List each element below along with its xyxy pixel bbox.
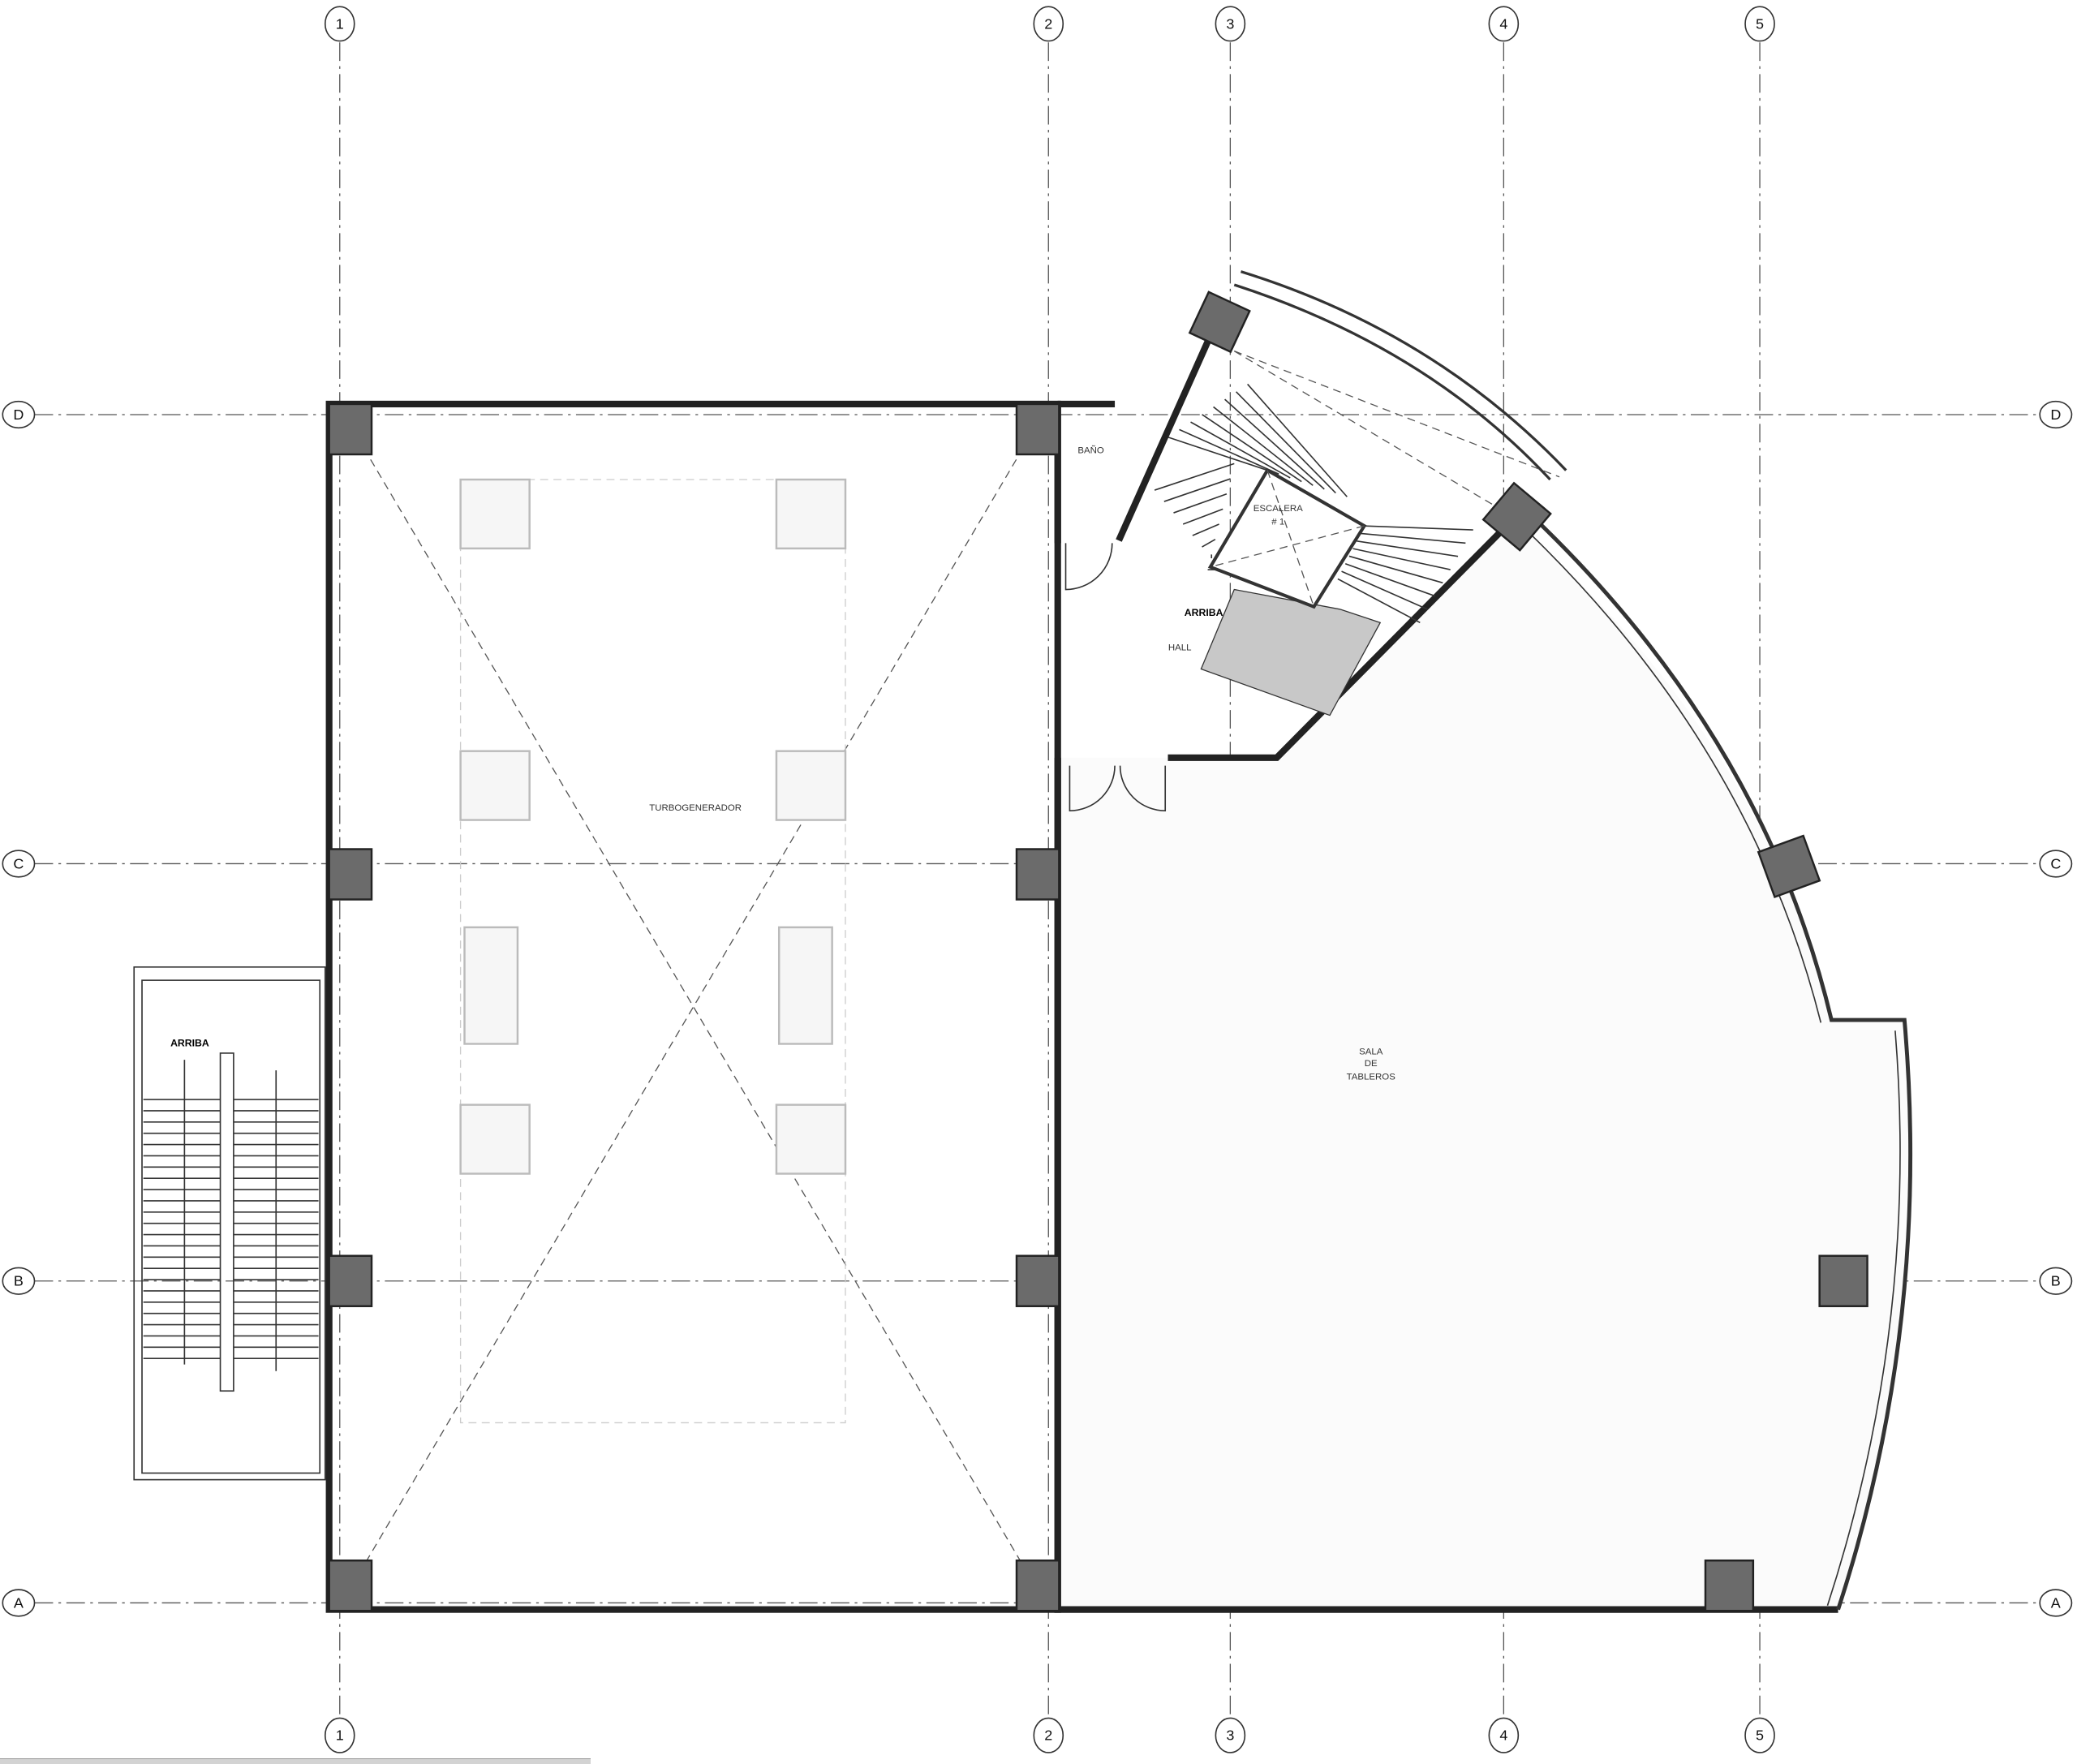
upper-curved-facade [1233, 270, 1567, 481]
grid-bubble-label: 1 [336, 1727, 344, 1744]
grid-bubble-A [2, 1589, 36, 1617]
grid-bubble-label: B [2051, 1273, 2061, 1289]
stair-well [1207, 467, 1367, 609]
stair-tread [1364, 525, 1473, 531]
room-label-turbogenerador: TURBOGENERADOR [649, 803, 742, 813]
grid-bubble-1 [324, 6, 355, 42]
room-label-hall: HALL [1168, 643, 1192, 653]
stair-tread [1190, 421, 1291, 479]
stair-tread [1154, 463, 1235, 491]
stair-tread [1236, 391, 1336, 494]
grid-bubble-5 [1744, 1717, 1775, 1753]
stair-tread [1348, 555, 1443, 584]
grid-bubble-label: 1 [336, 15, 344, 32]
bano-door [1064, 543, 1113, 591]
equipment-pads [459, 478, 847, 1175]
stair-direction-label-left: ARRIBA [170, 1038, 209, 1049]
stair-tread [1352, 548, 1451, 570]
grid-bubble-D [2, 400, 36, 429]
stair-tread [1213, 406, 1314, 486]
room-label-sala: SALA [1359, 1048, 1383, 1057]
stair-shaded-flight [1200, 588, 1382, 716]
stair-tread [1247, 383, 1348, 497]
grid-bubble-D [2039, 400, 2073, 429]
grid-bubble-label: A [2051, 1594, 2061, 1611]
grid-bubble-label: C [13, 855, 24, 871]
room-label-sala: DE [1365, 1059, 1378, 1069]
grid-bubble-A [2039, 1589, 2073, 1617]
stair-tread [1337, 578, 1421, 624]
stair-tread [1168, 436, 1268, 471]
stair-tread [1341, 570, 1428, 610]
stair-tread [1192, 523, 1219, 536]
room-label-escalera-number: # 1 [1271, 518, 1284, 527]
stair-tread [1179, 428, 1279, 475]
grid-bubble-C [2, 850, 36, 878]
stair-direction-label: ARRIBA [1185, 607, 1223, 618]
grid-bubble-label: D [13, 407, 24, 423]
grid-bubble-label: B [14, 1273, 24, 1289]
equipment-outline [459, 479, 846, 1424]
grid-bubble-B [2, 1267, 36, 1295]
grid-bubble-3 [1215, 1717, 1246, 1753]
stair-tread [1173, 493, 1228, 514]
grid-bubble-label: 3 [1226, 1727, 1234, 1744]
grid-bubble-4 [1488, 1717, 1520, 1753]
grid-bubble-C [2039, 850, 2073, 878]
sala-floor [1057, 518, 1911, 1610]
grid-bubble-label: 5 [1756, 15, 1764, 32]
stair-tread [1224, 398, 1325, 490]
diagonal-dashed [1234, 351, 1560, 478]
grid-bubble-label: 4 [1499, 1727, 1507, 1744]
stair-tread [1182, 508, 1223, 525]
grid-bubble-B [2039, 1267, 2073, 1295]
room-label-sala: TABLEROS [1347, 1073, 1396, 1082]
curved-facade [1537, 522, 1913, 1611]
grid-bubble-4 [1488, 6, 1520, 42]
grid-bubble-label: 5 [1756, 1727, 1764, 1744]
double-door [1069, 765, 1167, 811]
exterior-stair [133, 966, 326, 1481]
grid-bubble-label: A [14, 1594, 24, 1611]
grid-bubble-2 [1033, 1717, 1064, 1753]
stair-tread [1360, 532, 1466, 544]
grid-bubble-label: 4 [1499, 15, 1507, 32]
stair-tread [1357, 540, 1459, 557]
grid-bubble-label: C [2050, 855, 2061, 871]
grid-bubble-label: 3 [1226, 15, 1234, 32]
turbogenerador-walls [325, 400, 1061, 1613]
stair-tread [1344, 563, 1436, 597]
stair-tread [1202, 538, 1216, 548]
grid-bubble-3 [1215, 6, 1246, 42]
room-label-escalera: ESCALERA [1254, 504, 1303, 514]
grid-bubble-5 [1744, 6, 1775, 42]
grid-bubble-2 [1033, 6, 1064, 42]
curved-facade-inner [1528, 531, 1901, 1606]
stair-treads [1154, 383, 1473, 624]
horizontal-scrollbar[interactable] [0, 1758, 591, 1764]
diagonal-dashed [1233, 351, 1514, 518]
grid-bubble-1 [324, 1717, 355, 1753]
grid-bubble-label: 2 [1044, 15, 1052, 32]
grid-bubble-label: D [2050, 407, 2061, 423]
stair-tread [1163, 478, 1231, 502]
room-label-bano: BAÑO [1077, 445, 1104, 455]
grid-bubble-label: 2 [1044, 1727, 1052, 1744]
stair-tread [1202, 414, 1302, 483]
structural-columns [328, 290, 1868, 1612]
